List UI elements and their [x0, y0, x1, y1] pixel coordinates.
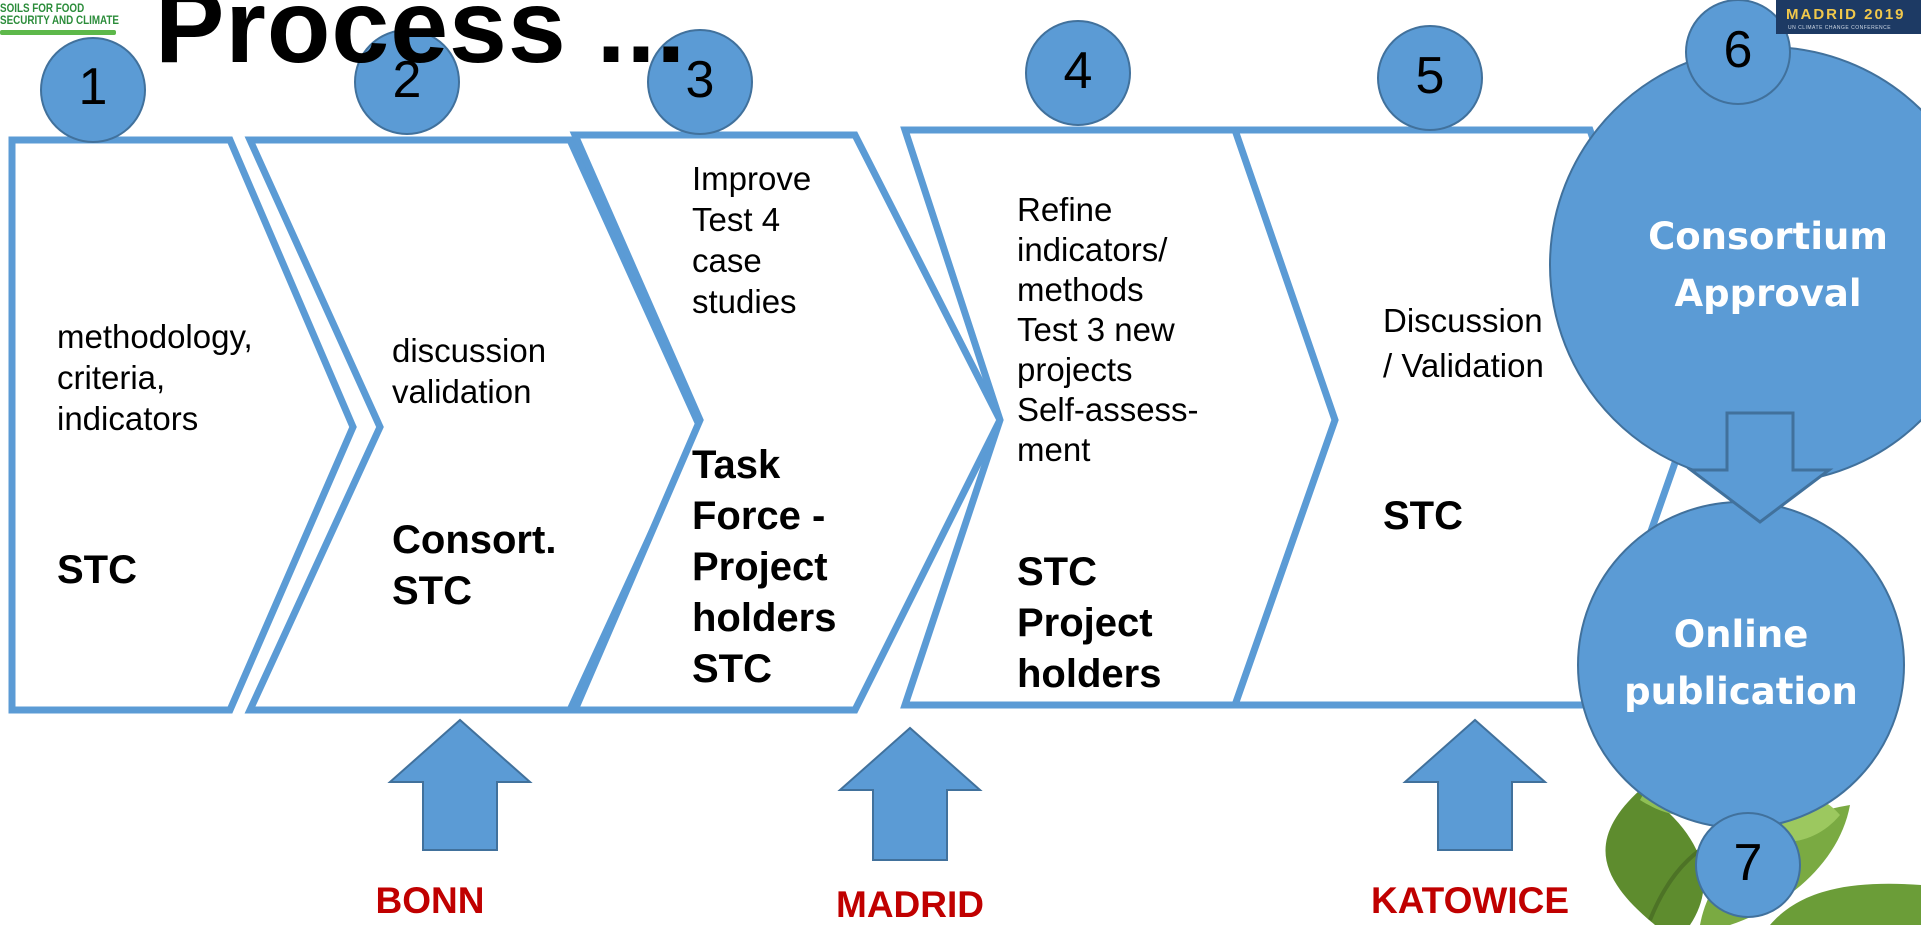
logo-left-bar	[0, 30, 116, 35]
step-number-6: 6	[1723, 21, 1753, 79]
step-3-owner: Task Force - Project holders STC	[692, 440, 836, 695]
step-5-line: Discussion	[1383, 302, 1543, 339]
step-4-line: projects	[1017, 351, 1133, 388]
step-number-2: 2	[392, 51, 422, 109]
chevron-step-1	[8, 136, 357, 714]
step-3-line: Test 4	[692, 201, 781, 238]
step-1-line: indicators	[57, 400, 199, 437]
step-4-owner-line: STC	[1017, 550, 1097, 594]
arrow-up-madrid	[837, 726, 983, 861]
step-3-owner-line: holders	[692, 596, 837, 640]
step-5-line: / Validation	[1383, 347, 1544, 384]
step-2-line: discussion	[392, 332, 547, 369]
logo-right-line2: UN CLIMATE CHANGE CONFERENCE	[1788, 25, 1892, 31]
step-1-line: criteria,	[57, 359, 166, 396]
city-label-madrid: MADRID	[836, 884, 984, 925]
step-1-owner-line: STC	[57, 548, 137, 592]
soils-logo: SOILS FOR FOOD SECURITY AND CLIMATE	[0, 0, 122, 35]
step-3-owner-line: STC	[692, 647, 772, 691]
online-publication-line: Online	[1673, 613, 1809, 656]
city-label-bonn: BONN	[375, 880, 485, 921]
step-number-circle-2	[354, 29, 460, 135]
step-3-line: case	[692, 242, 762, 279]
step-2-owner: Consort. STC	[392, 515, 556, 617]
step-number-5: 5	[1415, 47, 1445, 105]
step-4-line: indicators/	[1017, 231, 1168, 268]
step-4-line: Self-assess-	[1017, 391, 1199, 428]
step-3-description: Improve Test 4 case studies	[692, 158, 811, 322]
step-number-circle-6	[1685, 0, 1791, 105]
step-2-line: validation	[392, 373, 532, 410]
online-publication-label: Online publication	[1580, 606, 1902, 720]
step-number-circle-5	[1377, 25, 1483, 131]
step-1-owner: STC	[57, 545, 137, 596]
step-number-circle-1	[40, 37, 146, 143]
step-4-owner: STC Project holders	[1017, 547, 1161, 700]
city-label-katowice: KATOWICE	[1370, 880, 1569, 921]
step-number-circle-4	[1025, 20, 1131, 126]
arrow-up-bonn	[387, 718, 533, 851]
logo-right-line1: MADRID 2019	[1786, 6, 1906, 23]
step-4-line: methods	[1017, 271, 1144, 308]
consortium-approval-label: Consortium Approval	[1590, 208, 1921, 322]
step-3-line: Improve	[692, 160, 812, 197]
arrow-down-icon	[1686, 411, 1834, 524]
chevron-step-2	[244, 136, 704, 714]
step-3-owner-line: Task	[692, 443, 781, 487]
step-1-line: methodology,	[57, 318, 253, 355]
step-4-line: ment	[1017, 431, 1091, 468]
step-2-description: discussion validation	[392, 330, 546, 412]
step-1-description: methodology, criteria, indicators	[57, 316, 253, 439]
step-3-owner-line: Project	[692, 545, 828, 589]
logo-left-line1: SOILS FOR FOOD	[0, 1, 85, 15]
step-number-circle-3	[647, 29, 753, 135]
step-number-circle-7	[1695, 812, 1801, 918]
step-5-description: Discussion / Validation	[1383, 298, 1544, 388]
step-2-owner-line: Consort.	[392, 518, 557, 562]
step-4-owner-line: holders	[1017, 652, 1162, 696]
arrow-up-katowice	[1402, 718, 1548, 851]
consortium-approval-line: Consortium	[1648, 215, 1888, 258]
slide-title: Process ...	[155, 0, 687, 85]
chevron-step-3	[569, 131, 1004, 714]
step-number-4: 4	[1063, 42, 1093, 100]
step-5-owner: STC	[1383, 491, 1463, 542]
step-5-owner-line: STC	[1383, 494, 1463, 538]
step-number-1: 1	[78, 58, 108, 116]
logo-left-line2: SECURITY AND CLIMATE	[0, 13, 120, 27]
step-number-7: 7	[1733, 834, 1763, 892]
step-3-line: studies	[692, 283, 797, 320]
step-number-3: 3	[685, 51, 715, 109]
step-4-description: Refine indicators/ methods Test 3 new pr…	[1017, 190, 1199, 470]
consortium-approval-line: Approval	[1674, 272, 1862, 315]
step-4-line: Test 3 new	[1017, 311, 1175, 348]
step-2-owner-line: STC	[392, 569, 472, 613]
step-3-owner-line: Force -	[692, 494, 826, 538]
step-4-owner-line: Project	[1017, 601, 1153, 645]
online-publication-line: publication	[1624, 670, 1858, 713]
cop25-logo: MADRID 2019 UN CLIMATE CHANGE CONFERENCE	[1776, 0, 1921, 34]
step-4-line: Refine	[1017, 191, 1113, 228]
